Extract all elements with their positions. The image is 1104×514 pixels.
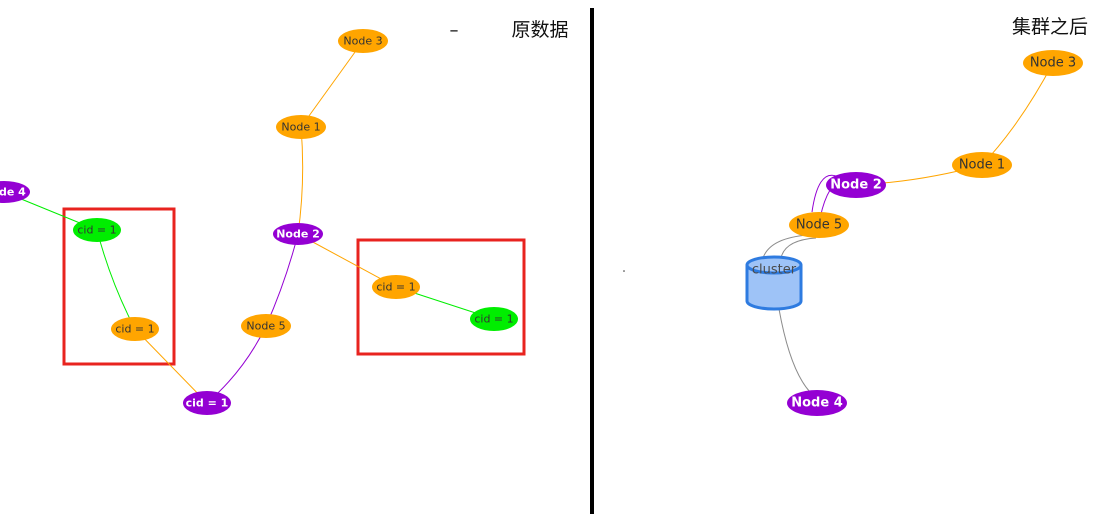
right-node-r5[interactable]: Node 5 (789, 212, 849, 238)
node-ellipse (276, 115, 326, 139)
highlight-box-right (356, 238, 526, 356)
left-edge-c1b-c1c (134, 328, 208, 404)
cluster-database-icon[interactable]: cluster (745, 255, 803, 311)
node-label: Node 1 (281, 121, 320, 134)
left-node-c1c[interactable]: cid = 1 (183, 391, 231, 415)
left-node-n5[interactable]: Node 5 (241, 314, 291, 338)
node-label: Node 4 (0, 186, 26, 199)
cluster-label: cluster (752, 263, 797, 278)
left-node-c1a[interactable]: cid = 1 (73, 218, 121, 242)
node-ellipse (787, 390, 847, 416)
right-node-r1[interactable]: Node 1 (952, 152, 1012, 178)
node-label: Node 4 (791, 396, 843, 411)
node-label: Node 5 (796, 218, 842, 233)
right-node-r4[interactable]: Node 4 (787, 390, 847, 416)
node-label: cid = 1 (376, 281, 415, 294)
node-label: Node 3 (343, 35, 382, 48)
left-edge-n2-n1 (297, 126, 304, 235)
node-ellipse (241, 314, 291, 338)
left-edge-n5-n2 (265, 233, 299, 327)
left-node-n4[interactable]: Node 4 (0, 181, 30, 203)
node-label: Node 2 (830, 178, 882, 193)
left-edge-c1a-c1b (96, 229, 136, 330)
left-panel-dash: – (450, 20, 459, 41)
node-label: cid = 1 (474, 313, 513, 326)
stray-dot (623, 270, 625, 272)
left-nodes: Node 4 cid = 1 cid = 1 cid = 1 Node 5 Node 2 N… (0, 29, 518, 415)
node-ellipse (1023, 50, 1083, 76)
node-ellipse (826, 172, 886, 198)
left-node-c1b[interactable]: cid = 1 (111, 317, 159, 341)
left-node-n3[interactable]: Node 3 (338, 29, 388, 53)
right-panel-title: 集群之后 (1012, 16, 1088, 38)
left-edges (3, 40, 495, 404)
node-ellipse (952, 152, 1012, 178)
left-node-n2[interactable]: Node 2 (273, 223, 323, 245)
right-edge-cluster-r4 (778, 308, 811, 393)
node-ellipse (338, 29, 388, 53)
node-ellipse (0, 181, 30, 203)
node-label: cid = 1 (186, 397, 229, 410)
node-label: Node 1 (959, 158, 1005, 173)
left-edge-c1c-n5 (206, 325, 267, 404)
left-node-n1[interactable]: Node 1 (276, 115, 326, 139)
node-ellipse (273, 223, 323, 245)
left-node-c1e[interactable]: cid = 1 (470, 307, 518, 331)
left-edge-n1-n3 (300, 40, 364, 128)
node-ellipse (183, 391, 231, 415)
node-ellipse (470, 307, 518, 331)
left-panel-title: 原数据 (511, 19, 568, 41)
node-label: Node 5 (246, 320, 285, 333)
node-label: cid = 1 (115, 323, 154, 336)
node-ellipse (372, 275, 420, 299)
node-label: Node 2 (276, 228, 320, 241)
node-label: Node 3 (1030, 56, 1076, 71)
right-node-r3[interactable]: Node 3 (1023, 50, 1083, 76)
node-ellipse (73, 218, 121, 242)
node-label: cid = 1 (77, 224, 116, 237)
right-nodes: Node 3 Node 1 Node 2 Node 5 Node 4 (787, 50, 1083, 416)
right-edge-r3-r1 (981, 62, 1054, 166)
left-node-c1d[interactable]: cid = 1 (372, 275, 420, 299)
right-node-r2[interactable]: Node 2 (826, 172, 886, 198)
node-ellipse (789, 212, 849, 238)
right-edge-r5-cluster (762, 234, 817, 259)
highlight-box-left (62, 207, 176, 366)
node-ellipse (111, 317, 159, 341)
